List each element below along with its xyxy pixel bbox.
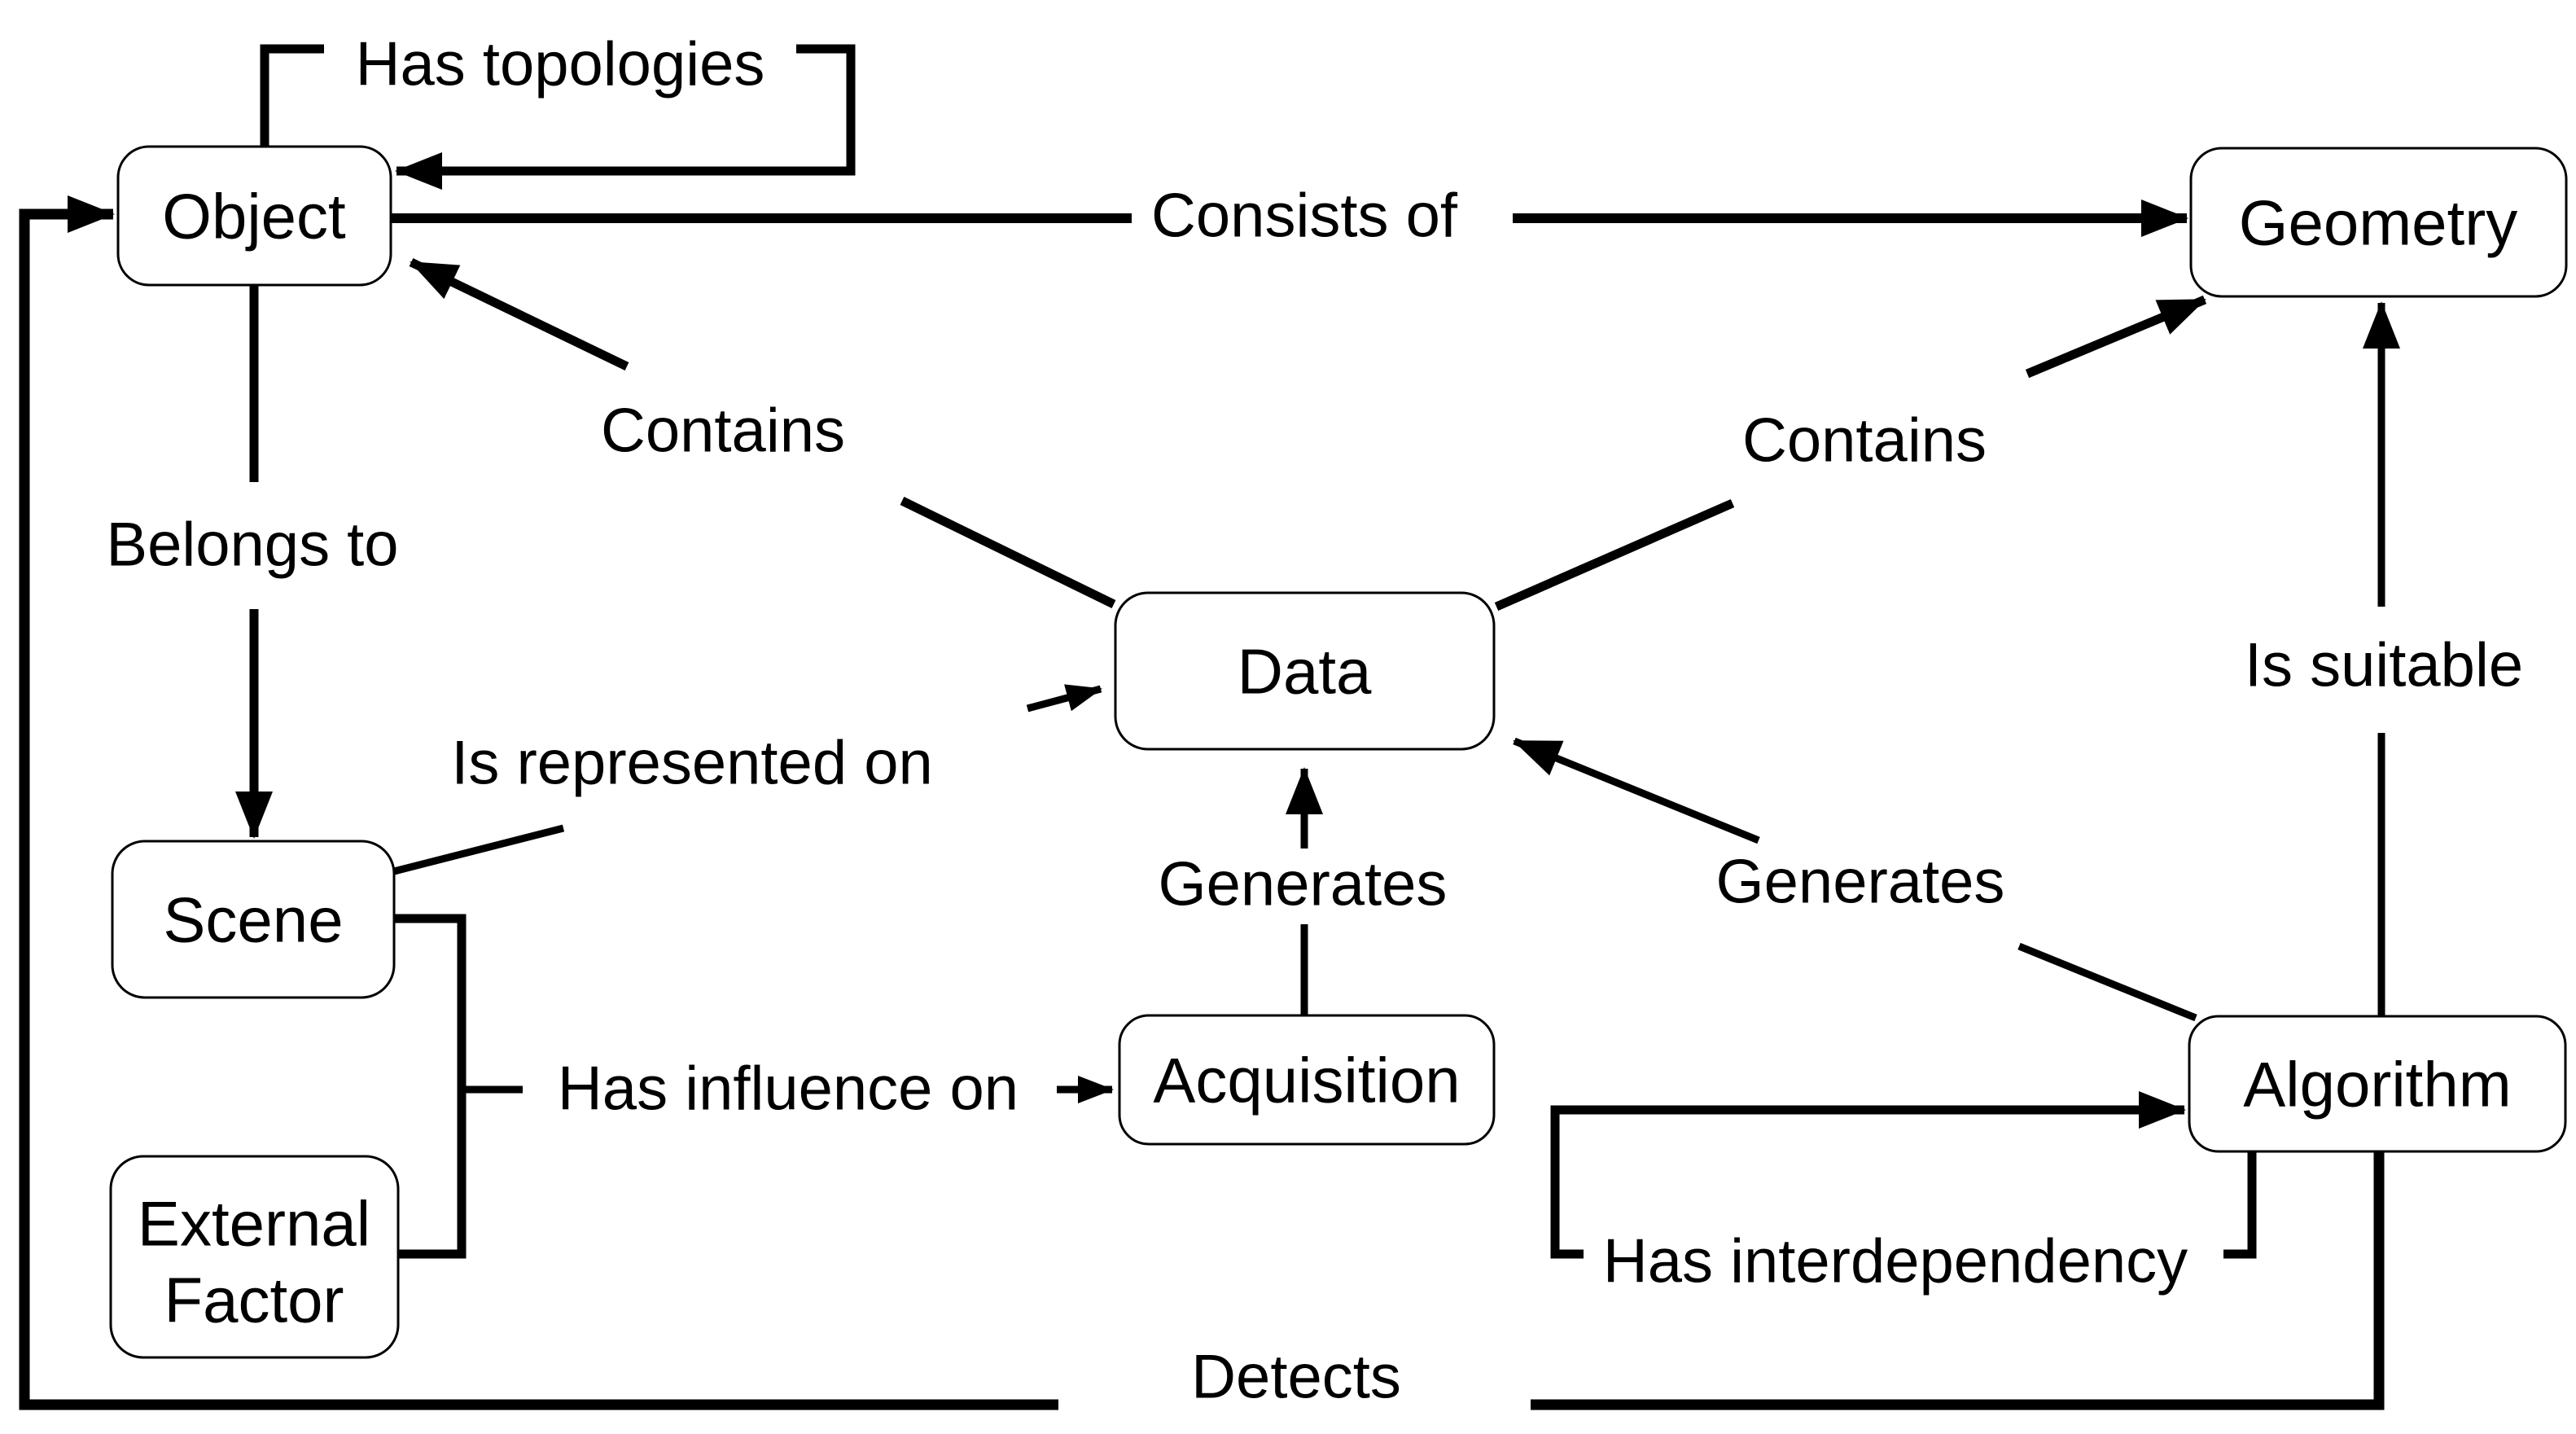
node-object-box — [116, 145, 392, 287]
node-object: Object — [116, 145, 392, 287]
edge-label-has-influence-on: Has influence on — [558, 1055, 1019, 1124]
edge-is-represented-on-line-arrow — [1026, 684, 1102, 713]
node-data-box — [1114, 591, 1496, 751]
edge-has-topologies-line-arrow — [395, 44, 856, 190]
edge-contains-to-geometry — [1494, 295, 2207, 612]
edge-is-represented-on-line-start — [392, 824, 565, 875]
edge-has-topologies-line-start — [260, 44, 324, 147]
edge-label-generates-algorithm: Generates — [1716, 848, 2005, 917]
node-external-factor-label-line2: Factor — [164, 1264, 344, 1335]
edge-has-interdependency-line-start — [2223, 1151, 2257, 1259]
node-acquisition-box — [1118, 1014, 1496, 1146]
edge-has-interdependency — [1550, 1091, 2257, 1259]
edge-contains-to-object-line-arrow — [409, 258, 629, 371]
edge-label-consists-of: Consists of — [1151, 182, 1458, 251]
edge-has-interdependency-line-arrow — [1550, 1091, 2186, 1259]
edge-has-influence-on-trunk — [394, 914, 467, 1259]
edge-generates-from-algorithm-line-start — [2017, 942, 2197, 1022]
edge-label-is-represented-on: Is represented on — [451, 729, 933, 798]
edge-contains-to-geometry-line-arrow — [2025, 295, 2207, 379]
node-external-factor: External Factor — [109, 1155, 400, 1359]
edge-detects-line-start — [1531, 1151, 2385, 1410]
edge-contains-to-object-line-start — [900, 497, 1116, 608]
edge-label-belongs-to: Belongs to — [106, 511, 398, 580]
node-algorithm-box — [2188, 1015, 2567, 1153]
edge-generates-from-algorithm-line-arrow — [1513, 737, 1760, 844]
node-algorithm-label: Algorithm — [2243, 1048, 2511, 1120]
edge-label-detects: Detects — [1191, 1343, 1401, 1412]
node-scene-label: Scene — [163, 884, 343, 955]
node-acquisition: Acquisition — [1118, 1014, 1496, 1146]
edge-label-generates-acquisition: Generates — [1159, 850, 1448, 919]
node-data-label: Data — [1238, 635, 1372, 707]
edge-label-contains-left: Contains — [601, 397, 845, 466]
edge-detects — [19, 195, 2385, 1410]
node-external-factor-label-line1: External — [138, 1187, 370, 1259]
node-geometry-box — [2189, 147, 2568, 298]
edge-generates-from-algorithm — [1513, 737, 2197, 1022]
edge-is-represented-on — [392, 684, 1102, 875]
node-object-label: Object — [162, 180, 346, 252]
edge-label-is-suitable: Is suitable — [2245, 631, 2523, 700]
node-external-factor-box — [109, 1155, 400, 1359]
node-scene: Scene — [111, 840, 396, 999]
node-geometry: Geometry — [2189, 147, 2568, 298]
edge-label-has-topologies: Has topologies — [356, 30, 765, 99]
edge-label-contains-right: Contains — [1742, 406, 1987, 476]
node-data: Data — [1114, 591, 1496, 751]
node-acquisition-label: Acquisition — [1153, 1044, 1460, 1116]
edge-contains-to-geometry-line-start — [1494, 498, 1735, 612]
edge-has-influence-on — [394, 914, 1114, 1259]
edge-has-topologies — [260, 44, 856, 190]
node-scene-box — [111, 840, 396, 999]
edge-detects-line-arrow — [19, 195, 1058, 1410]
node-geometry-label: Geometry — [2239, 186, 2517, 258]
edge-label-has-interdependency: Has interdependency — [1603, 1227, 2188, 1296]
edge-contains-to-object — [409, 258, 1116, 608]
node-algorithm: Algorithm — [2188, 1015, 2567, 1153]
